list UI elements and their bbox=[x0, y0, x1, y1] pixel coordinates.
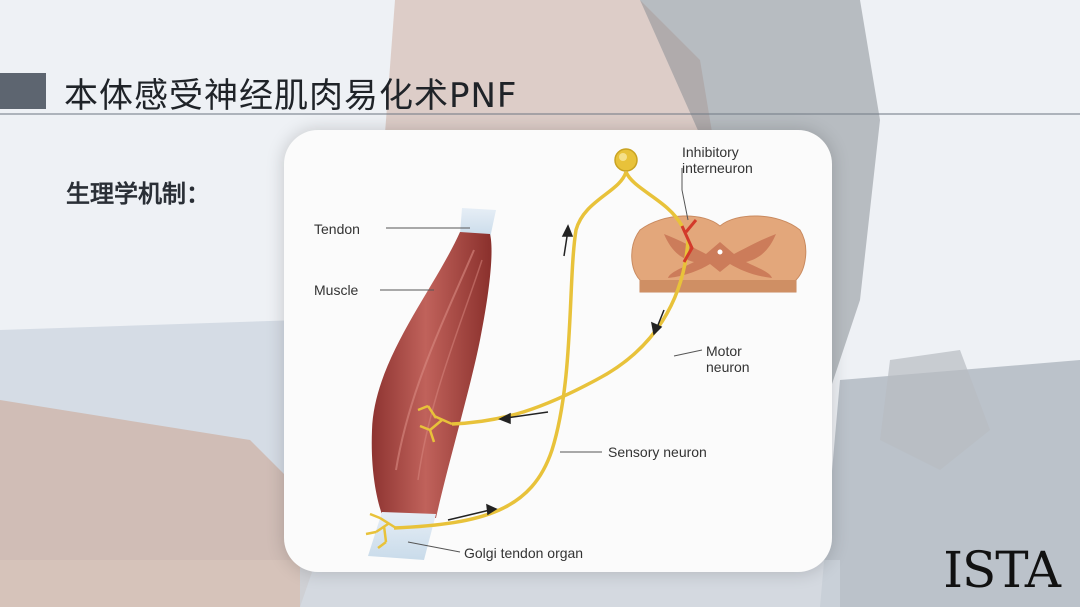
ista-logo: ISTA bbox=[943, 541, 1060, 599]
reflex-diagram bbox=[284, 130, 832, 572]
label-muscle: Muscle bbox=[314, 282, 358, 298]
slide-subtitle: 生理学机制： bbox=[66, 174, 210, 209]
spinal-cord bbox=[632, 216, 806, 292]
ganglion bbox=[615, 149, 637, 171]
label-golgi: Golgi tendon organ bbox=[464, 545, 583, 561]
tendon-bottom bbox=[368, 512, 436, 560]
label-tendon: Tendon bbox=[314, 221, 360, 237]
diagram-card: Tendon Muscle Inhibitory interneuron Mot… bbox=[284, 130, 832, 572]
label-motor-1: Motor bbox=[706, 343, 742, 359]
label-motor-2: neuron bbox=[706, 359, 750, 375]
title-accent-bar bbox=[0, 73, 46, 109]
label-sensory: Sensory neuron bbox=[608, 444, 707, 460]
label-inhibitory-2: interneuron bbox=[682, 160, 753, 176]
label-inhibitory-1: Inhibitory bbox=[682, 144, 739, 160]
slide-title: 本体感受神经肌肉易化术PNF bbox=[64, 68, 518, 117]
muscle bbox=[372, 232, 492, 520]
